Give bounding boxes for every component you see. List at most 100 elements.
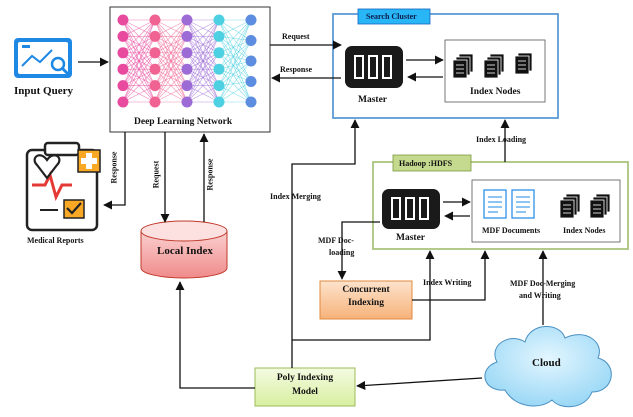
- nn-node: [181, 96, 193, 108]
- nn-node: [181, 47, 193, 59]
- nn-node: [117, 63, 129, 75]
- local-index-label: Local Index: [157, 245, 213, 257]
- nn-edge: [154, 52, 188, 103]
- hdfs-master-label: Master: [396, 233, 426, 243]
- index-writing-edge-label: Index Writing: [423, 278, 472, 287]
- nn-edge: [122, 19, 156, 54]
- input-query-icon: [14, 38, 72, 78]
- cloud-shape: [484, 326, 612, 408]
- nn-node: [149, 63, 161, 75]
- nn-node: [213, 14, 225, 26]
- nn-edge: [218, 52, 252, 62]
- nn-edge: [218, 40, 252, 54]
- search-cluster-label: Search Cluster: [366, 12, 417, 21]
- nn-edge: [154, 19, 188, 86]
- hadoop-tag: [392, 154, 472, 172]
- nn-edge: [218, 60, 252, 103]
- nn-edge: [218, 19, 252, 62]
- poly-indexing-label-2: Model: [292, 387, 318, 397]
- nn-edge: [218, 36, 252, 62]
- nn-edge: [122, 19, 156, 103]
- nn-edge: [186, 19, 220, 70]
- nn-edge: [218, 19, 252, 41]
- nn-edge: [154, 85, 188, 103]
- nn-node: [245, 35, 257, 46]
- index-loading-edge-label: Index Loading: [476, 135, 527, 144]
- master-server-icon: [345, 46, 403, 88]
- nn-edge: [218, 81, 252, 103]
- mdf-document-icons: [483, 189, 535, 219]
- input-query-label: Input Query: [14, 85, 73, 97]
- nn-node: [117, 96, 129, 108]
- nn-edge: [218, 60, 252, 70]
- nn-node: [245, 14, 257, 26]
- nn-edge: [186, 85, 220, 103]
- nn-node: [213, 47, 225, 59]
- nn-node: [149, 14, 161, 26]
- nn-node: [149, 96, 161, 108]
- mdf-doc-loading-edge-label-1: MDF Doc-: [318, 236, 354, 245]
- hdfs-master-server-icon: [382, 189, 440, 229]
- nn-node: [181, 14, 193, 26]
- nn-edge: [154, 19, 188, 54]
- index-node-stack-icons: [452, 52, 533, 79]
- cloud-label: Cloud: [532, 357, 561, 369]
- nn-edge: [218, 36, 252, 82]
- nn-edge: [186, 19, 220, 86]
- nn-edge: [186, 19, 220, 37]
- mdf-documents-label: MDF Documents: [482, 226, 541, 235]
- nn-edge: [218, 19, 252, 103]
- nn-node: [181, 30, 193, 42]
- nn-edge: [186, 19, 220, 103]
- nn-node: [117, 14, 129, 26]
- nn-node: [117, 47, 129, 59]
- nn-edge: [218, 52, 252, 82]
- local-index-cylinder: [140, 220, 228, 279]
- medical-reports-icon: [25, 141, 101, 232]
- nn-node: [213, 80, 225, 92]
- mdf-doc-merging-edge-label-2: and Writing: [519, 291, 561, 300]
- response-edge-label: Response: [280, 65, 313, 74]
- nn-edge: [218, 19, 252, 86]
- nn-node: [181, 63, 193, 75]
- poly-indexing-box: [254, 367, 356, 407]
- nn-node: [149, 30, 161, 42]
- nn-edge: [218, 19, 252, 54]
- index-nodes-label: Index Nodes: [470, 87, 521, 97]
- nn-edge: [122, 85, 156, 103]
- nn-edge: [154, 19, 188, 70]
- nn-node: [245, 76, 257, 87]
- nn-edge: [218, 60, 252, 86]
- master-label: Master: [358, 95, 388, 105]
- request-local-edge-label: Request: [151, 160, 161, 189]
- nn-edge: [154, 19, 188, 37]
- response-medical-edge-label: Response: [109, 151, 119, 184]
- hdfs-index-nodes-label: Index Nodes: [563, 226, 606, 235]
- nn-edge: [122, 19, 156, 37]
- nn-edge: [218, 19, 252, 82]
- hdfs-index-node-icons: [559, 193, 611, 219]
- nn-node: [245, 55, 257, 67]
- nn-edge: [186, 19, 220, 54]
- medical-reports-label: Medical Reports: [27, 236, 84, 245]
- nn-node: [117, 30, 129, 42]
- concurrent-indexing-label-2: Indexing: [348, 298, 384, 308]
- nn-edge: [186, 68, 220, 103]
- nn-edge: [218, 40, 252, 103]
- nn-edge: [122, 68, 156, 103]
- nn-edge: [218, 68, 252, 82]
- mdf-doc-loading-edge-label-2: loading: [329, 248, 355, 257]
- nn-edge: [122, 36, 156, 103]
- nn-edge: [154, 19, 188, 103]
- nn-node: [245, 96, 257, 108]
- nn-edge: [154, 36, 188, 103]
- response-local-edge-label: Response: [205, 158, 215, 191]
- dl-network-label: Deep Learning Network: [134, 117, 233, 127]
- nn-edge: [122, 19, 156, 86]
- nn-edge: [218, 40, 252, 86]
- index-merging-edge-label: Index Merging: [270, 192, 321, 201]
- nn-edge: [122, 19, 156, 70]
- nn-edge: [186, 52, 220, 103]
